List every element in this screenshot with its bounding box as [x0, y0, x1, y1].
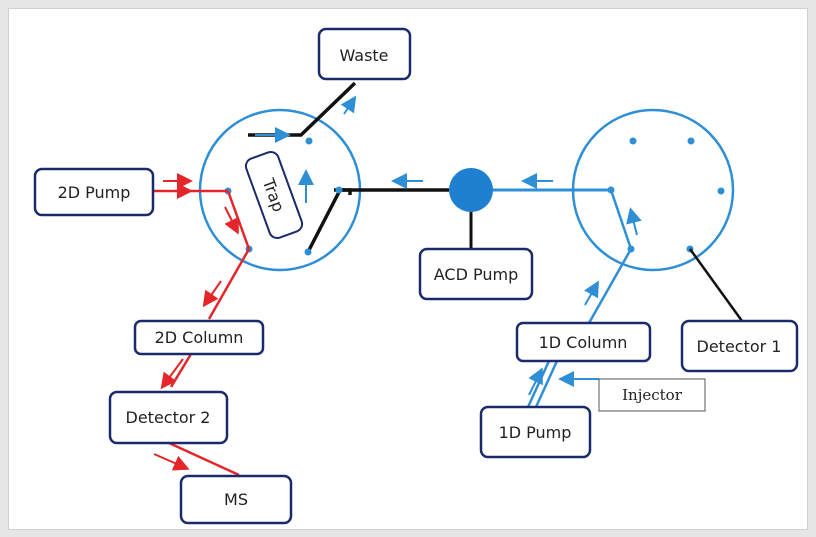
- pump-1d-label: 1D Pump: [499, 423, 572, 442]
- detector-1-box: Detector 1: [680, 319, 799, 373]
- valve-to-1d-column-line: [587, 248, 633, 324]
- detector2-to-ms-line: [168, 441, 240, 477]
- flow-arrow: [626, 207, 642, 236]
- detector-1-label: Detector 1: [697, 337, 782, 356]
- acd-pump-label: ACD Pump: [434, 265, 519, 284]
- diagram-frame: Trap: [8, 8, 808, 530]
- column-2d-label: 2D Column: [155, 328, 244, 347]
- right-port: [717, 187, 725, 195]
- waste-line: [248, 81, 357, 137]
- acd-pump-box: ACD Pump: [418, 247, 534, 301]
- ms-box: MS: [179, 474, 293, 525]
- column-1d-box: 1D Column: [515, 321, 652, 363]
- valve-to-detector1-line: [688, 248, 744, 322]
- ms-label: MS: [224, 490, 248, 509]
- flow-arrow: [202, 280, 222, 308]
- left-port: [304, 248, 312, 256]
- pump1d-to-column1d-line-b: [534, 360, 559, 408]
- waste-box: Waste: [317, 27, 412, 81]
- detector-2-box: Detector 2: [108, 390, 229, 445]
- acd-mixer-node: [449, 168, 493, 212]
- injector-label: Injector: [622, 386, 683, 404]
- right-port: [687, 137, 695, 145]
- trap-bottom-line: [306, 191, 341, 253]
- right-valve-circle: [571, 108, 735, 272]
- pump-2d-box: 2D Pump: [33, 167, 155, 217]
- right-port: [629, 137, 637, 145]
- trap: Trap: [244, 150, 304, 240]
- flow-arrow: [528, 367, 543, 396]
- flow-diagram: Trap: [33, 27, 799, 525]
- left-port: [335, 186, 343, 194]
- right-port: [607, 186, 615, 194]
- left-port: [305, 137, 313, 145]
- pump-2d-label: 2D Pump: [58, 183, 131, 202]
- waste-label: Waste: [339, 46, 388, 65]
- pump-1d-box: 1D Pump: [479, 405, 592, 459]
- valve-to-2d-column-line: [207, 248, 251, 320]
- flow-arrow: [584, 280, 599, 306]
- right-valve-internal-line: [609, 189, 633, 250]
- flow-arrow: [340, 95, 357, 115]
- column-2d-box: 2D Column: [133, 319, 265, 356]
- flow-arrow: [153, 453, 190, 471]
- column-1d-label: 1D Column: [539, 333, 628, 352]
- detector-2-label: Detector 2: [126, 408, 211, 427]
- flow-arrow: [224, 206, 239, 235]
- flow-arrow: [160, 358, 184, 390]
- injector-box: Injector: [598, 378, 706, 412]
